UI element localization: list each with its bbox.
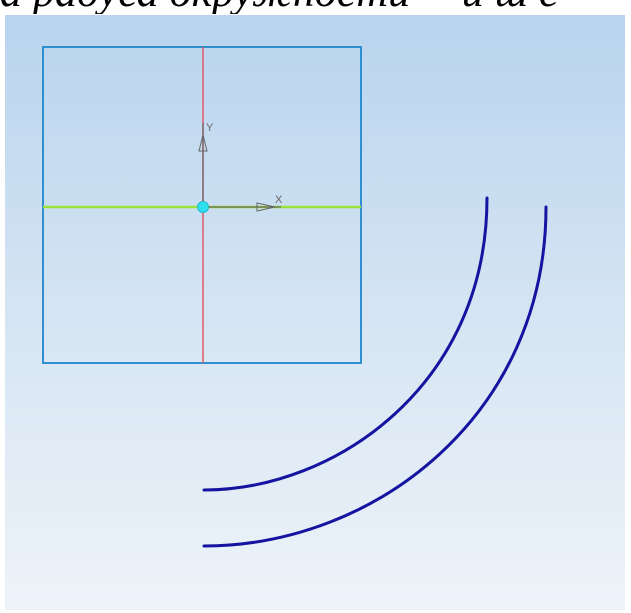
x-axis-indicator: X (203, 194, 283, 212)
cad-viewport[interactable]: Y X (5, 15, 625, 610)
caption-text: а радуса окружности ≡ и ш е (0, 0, 631, 14)
outer-arc[interactable] (202, 205, 548, 548)
inner-arc[interactable] (202, 196, 489, 492)
sketch-frame[interactable] (42, 46, 362, 364)
cad-canvas[interactable]: Y X (5, 15, 625, 610)
y-axis-indicator: Y (198, 122, 214, 207)
x-axis-label: X (275, 194, 283, 206)
origin-point[interactable] (197, 201, 209, 213)
y-axis-label: Y (206, 122, 214, 134)
